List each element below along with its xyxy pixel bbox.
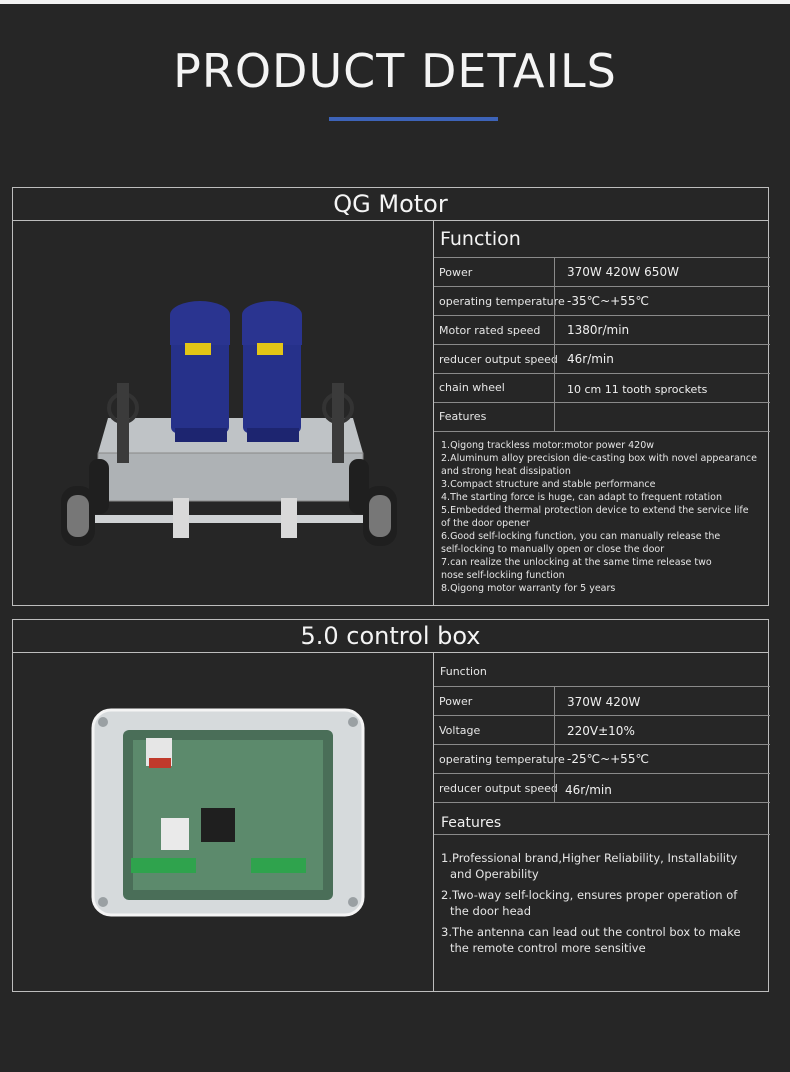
spec-label: reducer output speed (439, 353, 558, 366)
table-row: reducer output speed 46r/min (434, 774, 770, 803)
table-row: Features (434, 403, 770, 432)
motor-panel: QG Motor (12, 187, 770, 606)
spec-value: 46r/min (567, 352, 614, 366)
spec-value: 10 cm 11 tooth sprockets (567, 383, 708, 396)
list-item: 7.can realize the unlocking at the same … (441, 557, 712, 568)
table-row: Power 370W 420W (434, 687, 770, 716)
motor-image (53, 293, 403, 563)
spec-label: Features (439, 410, 487, 423)
table-row: Motor rated speed 1380r/min (434, 316, 770, 345)
list-item: nose self-lockiing function (441, 570, 565, 581)
list-item: of the door opener (441, 518, 530, 529)
list-item: 1.Qigong trackless motor:motor power 420… (441, 440, 655, 451)
control-box-image (91, 708, 376, 923)
control-features-heading: Features (434, 805, 770, 835)
list-item: and strong heat dissipation (441, 466, 571, 477)
spec-label: operating temperature (439, 295, 565, 308)
control-function-heading: Function (440, 665, 487, 678)
table-row: Power 370W 420W 650W (434, 258, 770, 287)
list-item: 8.Qigong motor warranty for 5 years (441, 583, 616, 594)
table-row: Voltage 220V±10% (434, 716, 770, 745)
motor-spec-table: Power 370W 420W 650W operating temperatu… (434, 257, 770, 432)
motor-function-heading: Function (440, 228, 521, 250)
spec-value: 220V±10% (567, 724, 635, 738)
list-item: 2.Two-way self-locking, ensures proper o… (441, 888, 738, 918)
list-item: self-locking to manually open or close t… (441, 544, 665, 555)
spec-value: -25℃~+55℃ (567, 752, 649, 766)
table-row: reducer output speed 46r/min (434, 345, 770, 374)
control-box-panel: 5.0 control box Function Power 370W 420W (12, 619, 770, 992)
list-item: 5.Embedded thermal protection device to … (441, 505, 749, 516)
spec-label: Motor rated speed (439, 324, 541, 337)
list-item: 1.Professional brand,Higher Reliability,… (441, 851, 738, 881)
table-row: operating temperature -35℃~+55℃ (434, 287, 770, 316)
motor-panel-divider (433, 220, 434, 605)
top-strip (0, 0, 790, 4)
table-row: operating temperature -25℃~+55℃ (434, 745, 770, 774)
spec-value: 46r/min (565, 783, 612, 797)
spec-label: Power (439, 266, 473, 279)
motor-features-list: 1.Qigong trackless motor:motor power 420… (441, 439, 766, 595)
control-box-panel-divider (433, 652, 434, 991)
spec-label: Power (439, 695, 473, 708)
list-item: 4.The starting force is huge, can adapt … (441, 492, 722, 503)
spec-value: 1380r/min (567, 323, 630, 337)
control-box-panel-title: 5.0 control box (13, 620, 768, 653)
motor-panel-title: QG Motor (13, 188, 768, 221)
title-underline (329, 117, 498, 121)
control-spec-table: Power 370W 420W Voltage 220V±10% operati… (434, 686, 770, 804)
list-item: 6.Good self-locking function, you can ma… (441, 531, 721, 542)
spec-label: operating temperature (439, 753, 565, 766)
list-item: 2.Aluminum alloy precision die-casting b… (441, 453, 757, 464)
spec-label: reducer output speed (439, 782, 558, 795)
list-item: 3.The antenna can lead out the control b… (441, 925, 741, 955)
spec-label: Voltage (439, 724, 481, 737)
list-item: 3.Compact structure and stable performan… (441, 479, 656, 490)
table-row: chain wheel 10 cm 11 tooth sprockets (434, 374, 770, 403)
spec-value: 370W 420W (567, 695, 641, 709)
spec-value: 370W 420W 650W (567, 265, 679, 279)
spec-value: -35℃~+55℃ (567, 294, 649, 308)
control-features-list: 1.Professional brand,Higher Reliability,… (441, 851, 751, 962)
page-title: PRODUCT DETAILS (173, 44, 617, 98)
spec-label: chain wheel (439, 381, 505, 394)
